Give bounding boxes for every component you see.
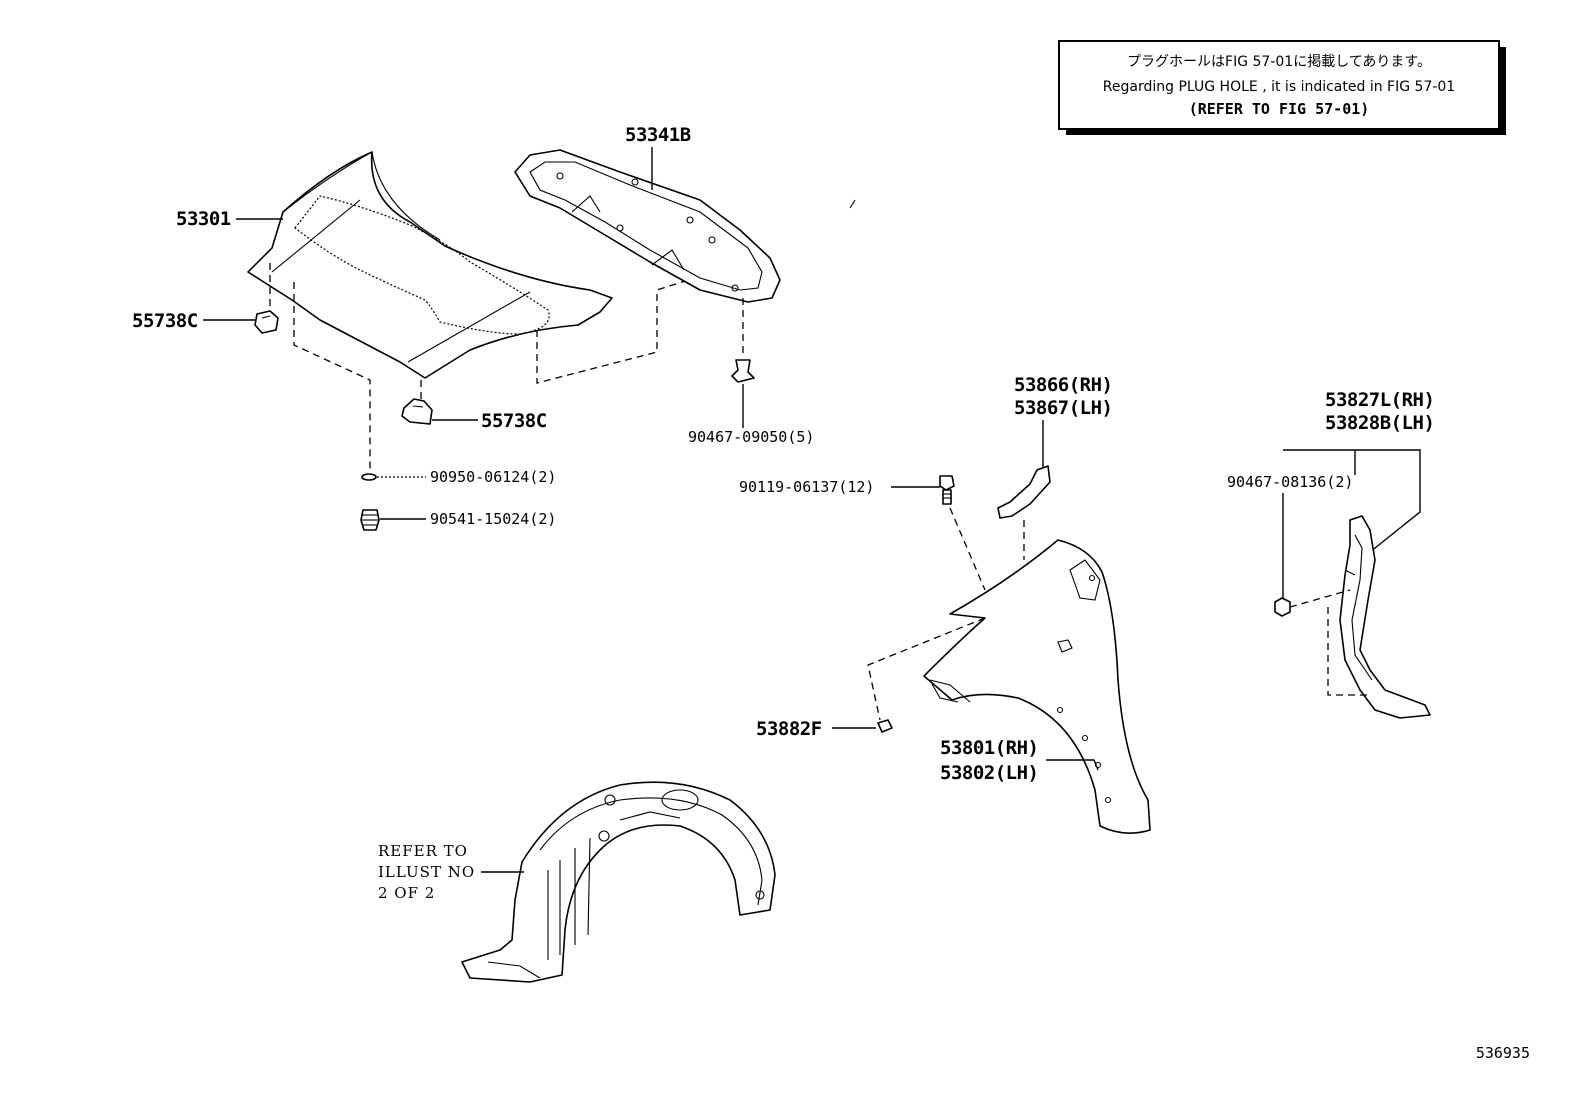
fender-liner-drawing <box>461 781 776 983</box>
oring-part: 90950-06124(2) <box>361 468 556 486</box>
hood-cushion-right-part-number: 55738C <box>481 410 547 432</box>
fender-seal-rh-part-number: 53827L(RH) <box>1325 389 1434 411</box>
refer-note: REFER TO ILLUST NO 2 OF 2 <box>378 842 524 902</box>
stopper-part: 90541-15024(2) <box>360 509 556 531</box>
fender-seal-clip-part-number: 90467-08136(2) <box>1227 473 1353 491</box>
front-fender-rh-part-number: 53801(RH) <box>940 737 1038 759</box>
oring-part-number: 90950-06124(2) <box>430 468 556 486</box>
front-fender-label-group: 53801(RH) 53802(LH) <box>940 737 1099 784</box>
refer-note-line1: REFER TO <box>378 842 468 860</box>
front-fender-drawing <box>923 539 1151 834</box>
hood-cushion-left-part-number: 55738C <box>132 310 198 332</box>
bolt-part: 90119-06137(12) <box>739 475 986 591</box>
stopper-part-number: 90541-15024(2) <box>430 510 556 528</box>
hood-clip-part-number: 90467-09050(5) <box>688 428 814 446</box>
refer-note-line3: 2 OF 2 <box>378 884 435 902</box>
hood-cushion-right: 55738C <box>401 398 547 432</box>
fender-bracket: 53866(RH) 53867(LH) <box>997 374 1113 560</box>
fender-seal-lh-part-number: 53828B(LH) <box>1325 412 1434 434</box>
notice-line-english: Regarding PLUG HOLE , it is indicated in… <box>1103 79 1455 95</box>
hood-part-number: 53301 <box>176 208 231 230</box>
refer-note-line2: ILLUST NO <box>378 863 475 881</box>
fender-bracket-lh-part-number: 53867(LH) <box>1014 397 1112 419</box>
hood-insulator-drawing <box>514 149 856 303</box>
hood-clip-part: 90467-09050(5) <box>688 298 814 446</box>
pad-part-number: 53882F <box>756 718 822 740</box>
fender-bracket-rh-part-number: 53866(RH) <box>1014 374 1112 396</box>
figure-id: 536935 <box>1476 1044 1530 1062</box>
hood-cushion-left: 55738C <box>132 310 279 334</box>
fender-seal-group: 53827L(RH) 53828B(LH) 90467-08136(2) <box>1227 389 1435 719</box>
bolt-part-number: 90119-06137(12) <box>739 478 874 496</box>
notice-box: プラグホールはFIG 57-01に掲載してあります。 Regarding PLU… <box>1058 40 1506 135</box>
pad-part: 53882F <box>756 617 986 740</box>
hood-insulator-label-group: 53341B <box>625 124 691 190</box>
hood-insulator-part-number: 53341B <box>625 124 691 146</box>
front-fender-lh-part-number: 53802(LH) <box>940 762 1038 784</box>
hood-drawing <box>247 151 613 379</box>
notice-line-japanese: プラグホールはFIG 57-01に掲載してあります。 <box>1127 54 1431 70</box>
hood-label-group: 53301 <box>176 208 283 230</box>
notice-line-refer: (REFER TO FIG 57-01) <box>1189 100 1370 118</box>
